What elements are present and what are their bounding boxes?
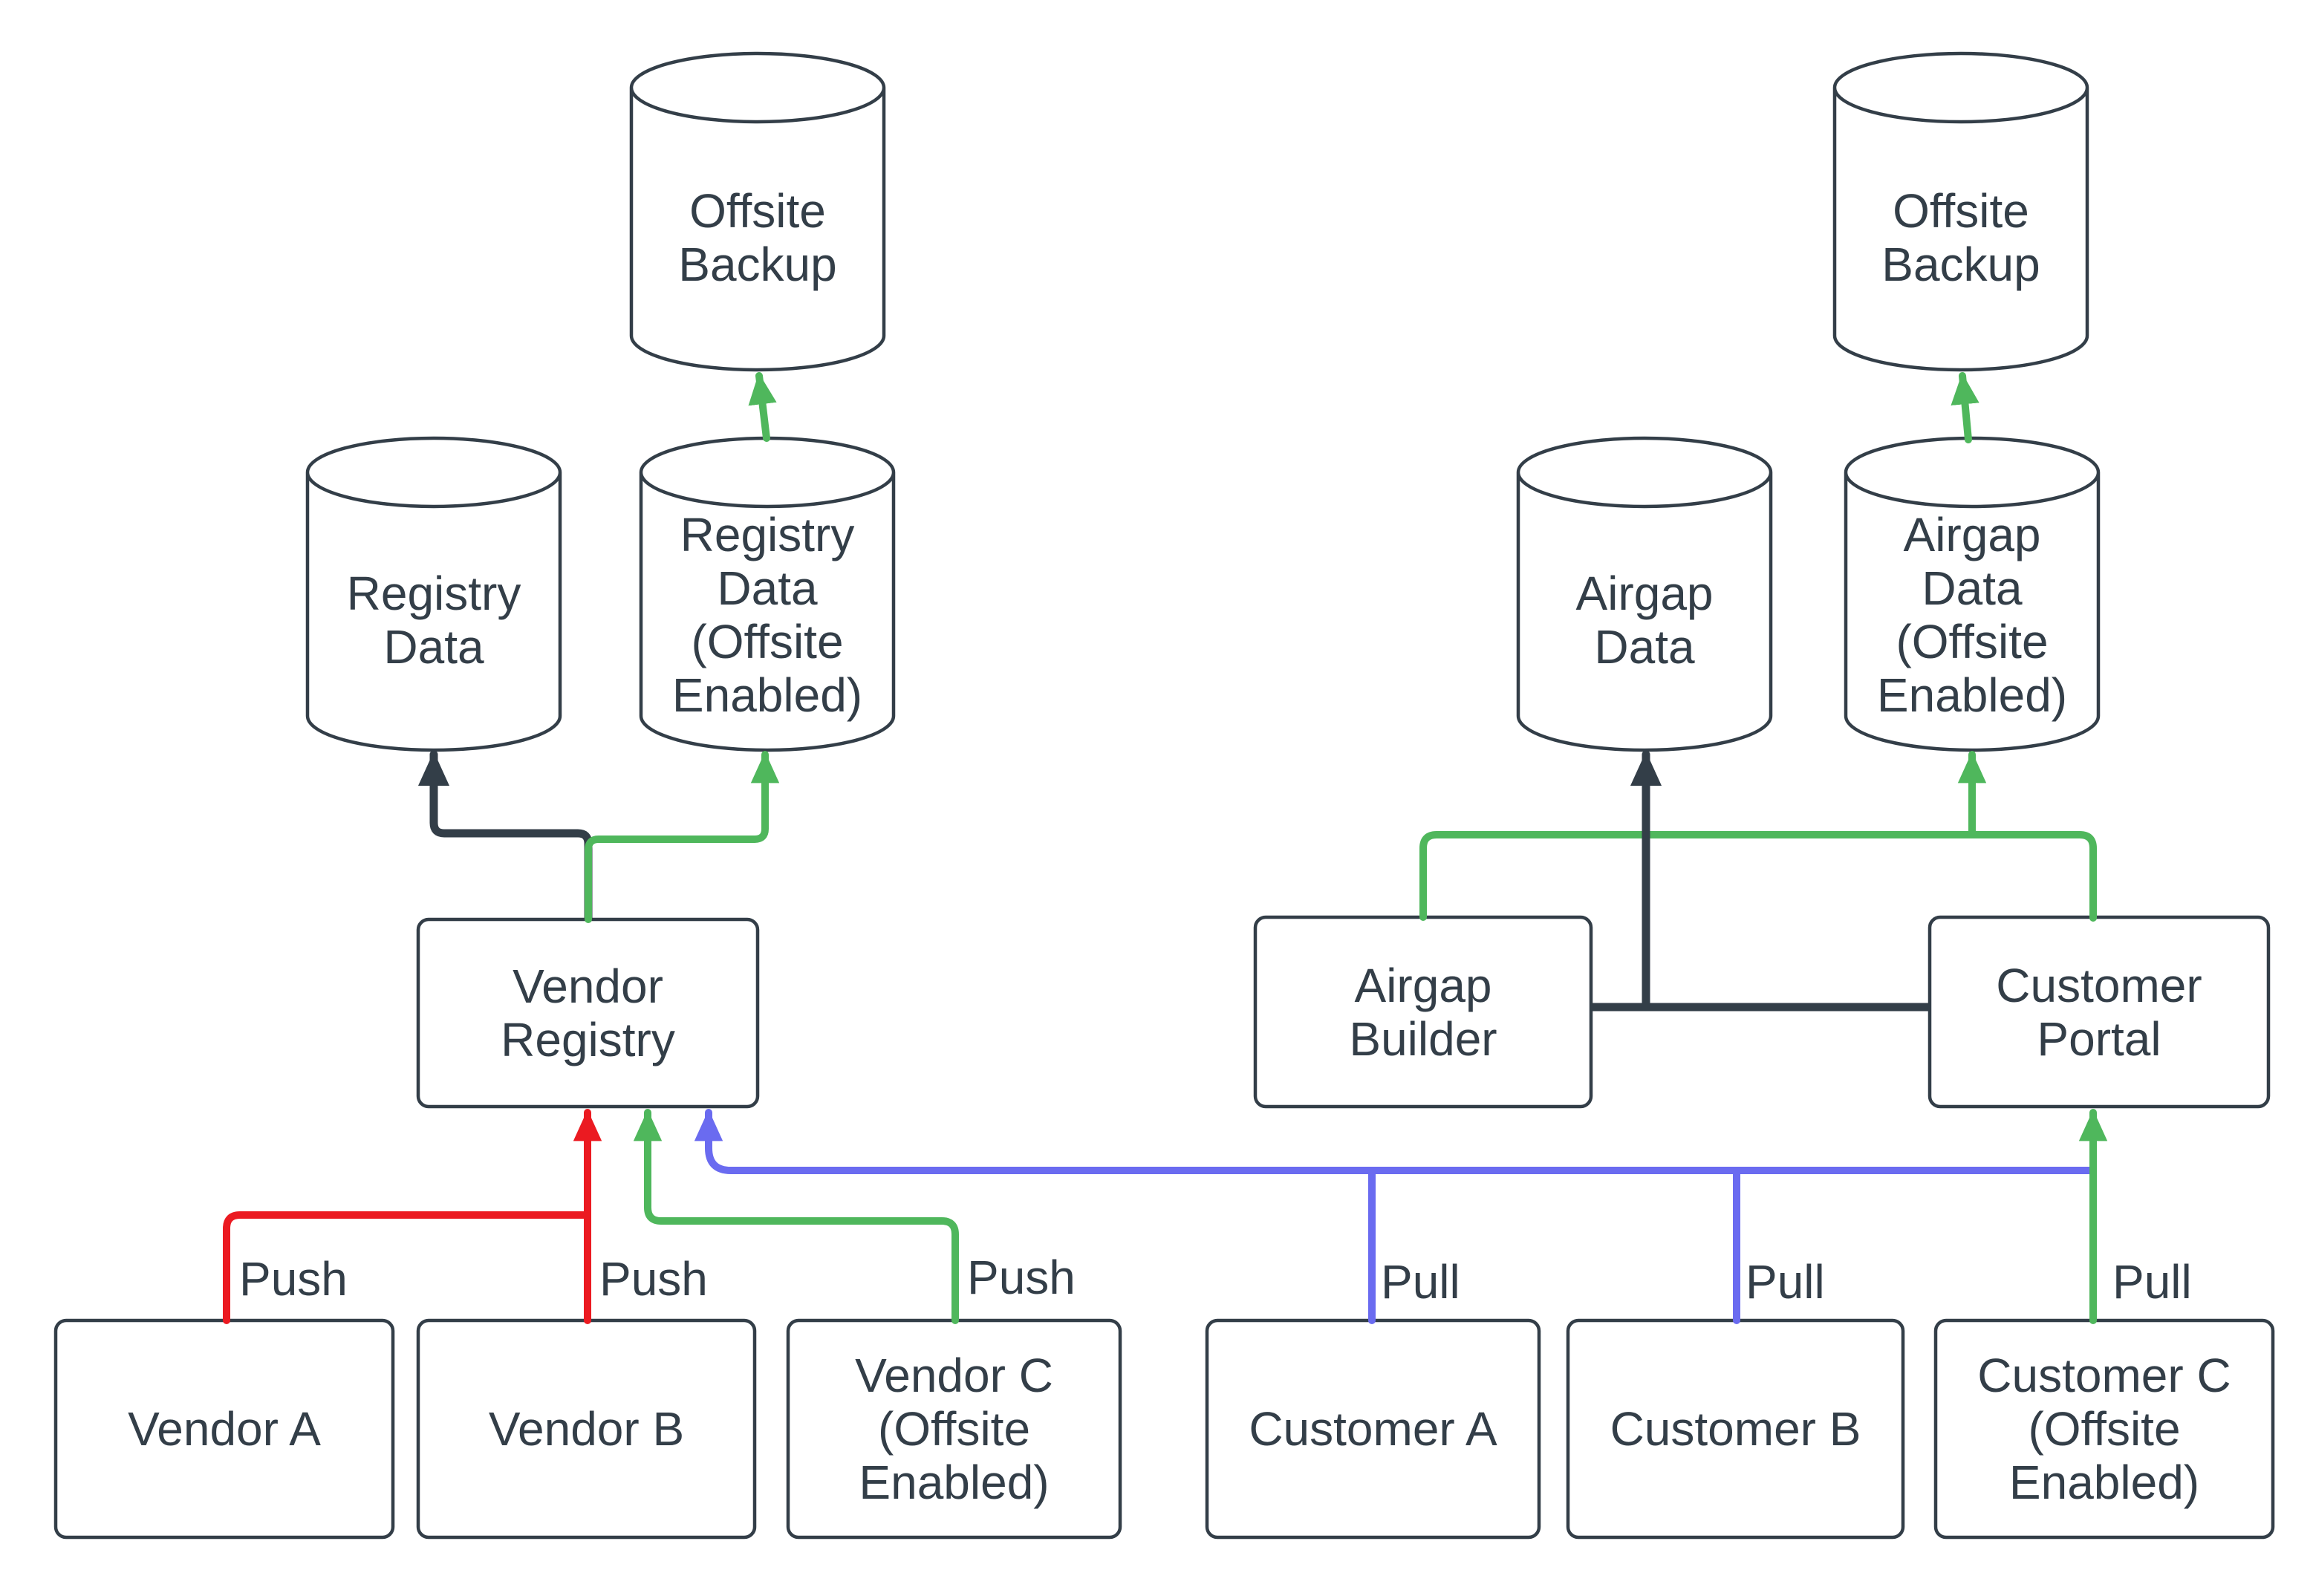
edge-registry-to-registry-data <box>417 750 593 922</box>
cylinder-airgap-data-offsite <box>1844 436 2101 752</box>
box-vendor-a <box>53 1318 395 1540</box>
edge-builder-portal-offsite-trunk <box>1419 831 2097 922</box>
box-customer-c <box>1933 1318 2275 1540</box>
box-customer-b <box>1566 1318 1905 1540</box>
edge-push-vendor-c <box>633 1109 959 1324</box>
box-vendor-registry <box>416 917 760 1109</box>
box-vendor-b <box>416 1318 757 1540</box>
edge-airgap-data-offsite-to-backup <box>1951 372 1979 443</box>
box-customer-portal <box>1928 915 2271 1109</box>
edge-pull-trunk-to-vendor-registry <box>694 1109 2097 1174</box>
edge-registry-to-registry-data-offsite <box>585 751 780 923</box>
edge-registry-data-offsite-to-backup <box>748 372 777 442</box>
cylinder-offsite-backup-right <box>1832 51 2089 372</box>
cylinder-airgap-data <box>1516 436 1773 752</box>
box-airgap-builder <box>1253 915 1593 1109</box>
box-vendor-c <box>786 1318 1122 1540</box>
edge-push-vendor-a <box>223 1211 591 1324</box>
cylinder-registry-data-offsite <box>639 436 896 752</box>
box-customer-a <box>1205 1318 1541 1540</box>
cylinder-registry-data <box>305 436 562 752</box>
cylinder-offsite-backup-left <box>629 51 886 372</box>
